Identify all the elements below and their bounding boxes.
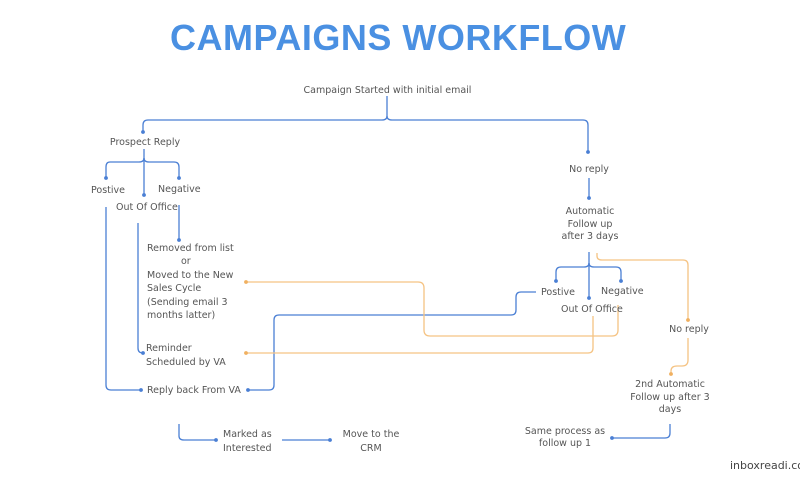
node-marked-interested: Marked as Interested [223, 428, 272, 455]
connector-ooo-to-reminder [137, 223, 145, 355]
marked-line-2: Interested [223, 442, 272, 454]
connector-right-ooo-to-reminder [244, 316, 594, 355]
auto-line-2: Follow up [567, 218, 613, 230]
node-no-reply-2: No reply [669, 324, 709, 335]
removed-line-1: Removed from list [147, 243, 234, 254]
node-right-positive: Postive [541, 287, 575, 298]
connector-prospect-to-negative [143, 157, 181, 180]
node-reply-back-from-va: Reply back From VA [147, 385, 241, 396]
node-prospect-reply: Prospect Reply [109, 137, 181, 148]
auto-line-1: Automatic [565, 206, 615, 217]
crm-line-2: CRM [360, 442, 382, 454]
node-right-out-of-office: Out Of Office [561, 304, 623, 315]
removed-line-2: or [181, 256, 191, 268]
node-left-positive: Postive [91, 185, 125, 196]
connector-noreply2-to-second [669, 338, 689, 376]
node-automatic-follow-up: Automatic Follow up after 3 days [550, 206, 630, 244]
second-line-2: Follow up after 3 [630, 391, 710, 403]
connector-right-positive-to-replyback [246, 291, 536, 392]
removed-line-5: (Sending email 3 [147, 296, 228, 308]
second-line-1: 2nd Automatic [635, 379, 705, 390]
removed-line-3: Moved to the New [147, 269, 234, 281]
brand-watermark: inboxreadi.co [730, 459, 800, 472]
marked-line-1: Marked as [223, 429, 272, 440]
connector-second-to-same [610, 424, 671, 440]
connector-start-to-noreply [386, 115, 590, 154]
page-title: CAMPAIGNS WORKFLOW [170, 17, 627, 58]
connector-right-negative-to-removed [244, 280, 619, 337]
connector-auto-to-negative [588, 262, 623, 283]
node-move-to-crm: Move to the CRM [336, 428, 406, 455]
node-right-negative: Negative [601, 286, 644, 297]
removed-line-4: Sales Cycle [147, 283, 202, 295]
connector-auto-to-positive [554, 262, 590, 283]
removed-line-6: months latter) [147, 310, 216, 322]
connector-auto-to-noreply2 [596, 253, 690, 322]
node-same-process: Same process as follow up 1 [520, 426, 610, 450]
node-no-reply: No reply [569, 164, 609, 175]
reminder-line-2: Scheduled by VA [146, 357, 226, 368]
connector-start-to-prospect [141, 115, 388, 134]
connector-replyback-to-marked [178, 424, 218, 442]
node-second-automatic-follow-up: 2nd Automatic Follow up after 3 days [625, 379, 715, 417]
crm-line-1: Move to the [342, 429, 400, 440]
same-line-1: Same process as [524, 426, 606, 437]
auto-line-3: after 3 days [561, 231, 619, 242]
second-line-3: days [658, 404, 682, 415]
reminder-line-1: Reminder [146, 343, 192, 354]
node-reminder: Reminder Scheduled by VA [146, 342, 226, 370]
node-left-negative: Negative [158, 184, 201, 195]
node-campaign-start: Campaign Started with initial email [303, 85, 472, 96]
connector-prospect-to-positive [104, 157, 145, 180]
same-line-2: follow up 1 [538, 438, 592, 449]
connector-positive-to-replyback [105, 207, 143, 392]
node-left-out-of-office: Out Of Office [116, 202, 178, 213]
node-removed-from-list: Removed from list or Moved to the New Sa… [147, 242, 234, 322]
